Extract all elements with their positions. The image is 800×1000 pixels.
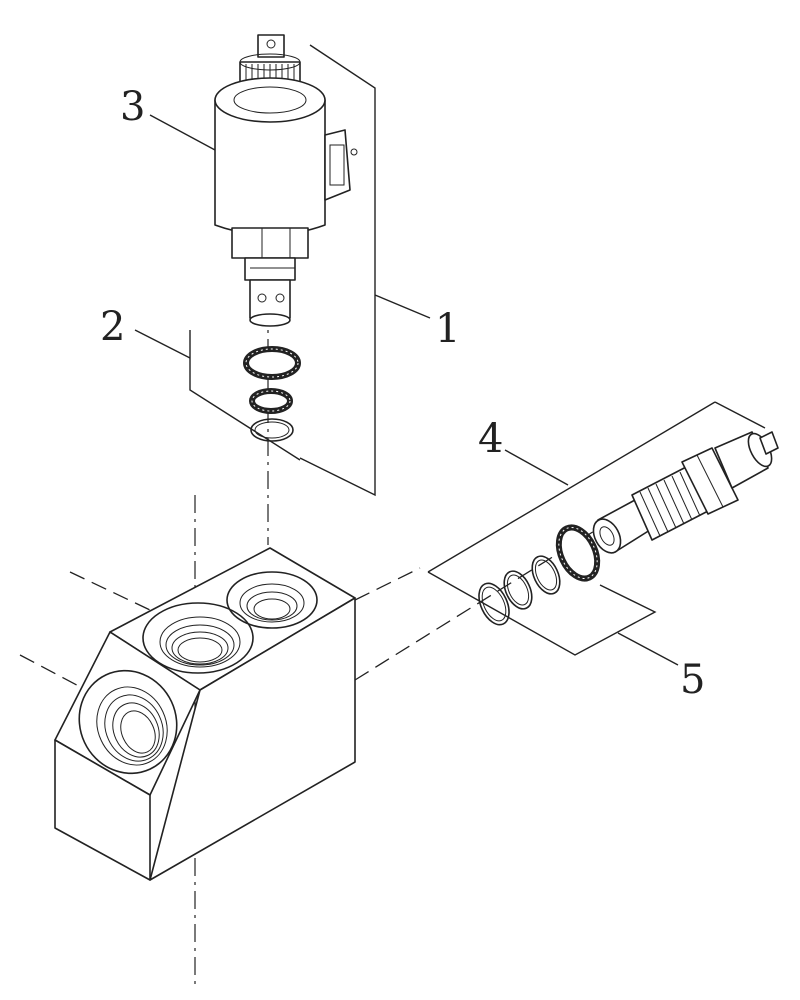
seal-kit-side	[427, 524, 657, 656]
solenoid-connector	[324, 129, 351, 201]
leader-4	[504, 449, 569, 486]
leader-1	[374, 294, 431, 319]
callout-2: 2	[100, 304, 125, 350]
side-axis-upper	[354, 567, 421, 601]
part4-bracket-right	[714, 401, 766, 429]
callout-1: 1	[435, 306, 460, 352]
block-right-face	[149, 597, 356, 881]
seal-kit-side-bracket	[427, 571, 657, 656]
side-seal-ring-3	[503, 570, 533, 610]
valve-block	[19, 495, 356, 985]
solenoid-top-knob	[257, 34, 285, 58]
port-centerline-left-top	[69, 571, 151, 611]
seal-ring-small	[250, 418, 294, 442]
callout-4: 4	[478, 416, 503, 462]
block-top-port-small	[226, 571, 318, 629]
leader-3	[149, 114, 216, 151]
callout-5: 5	[680, 657, 705, 703]
relief-valve-cartridge	[592, 431, 779, 554]
block-top-port-large	[142, 602, 254, 674]
seal-kit-upper	[189, 330, 301, 461]
solenoid-hex-nut	[231, 227, 309, 259]
solenoid-stem-lower	[249, 279, 291, 319]
solenoid-stem-upper	[244, 257, 296, 281]
part1-bracket	[299, 44, 376, 497]
part4-bracket	[427, 401, 716, 573]
block-front-face	[54, 739, 151, 881]
side-cartridge-axis	[354, 514, 621, 681]
leader-5	[617, 632, 679, 666]
side-seal-ring-2	[531, 555, 561, 595]
leader-2	[134, 329, 191, 359]
side-seal-ring-small	[478, 582, 510, 626]
solenoid-valve-cartridge	[214, 34, 358, 327]
callout-3: 3	[120, 84, 145, 130]
block-side-port	[78, 669, 178, 775]
cartridge-adjuster	[759, 431, 779, 455]
